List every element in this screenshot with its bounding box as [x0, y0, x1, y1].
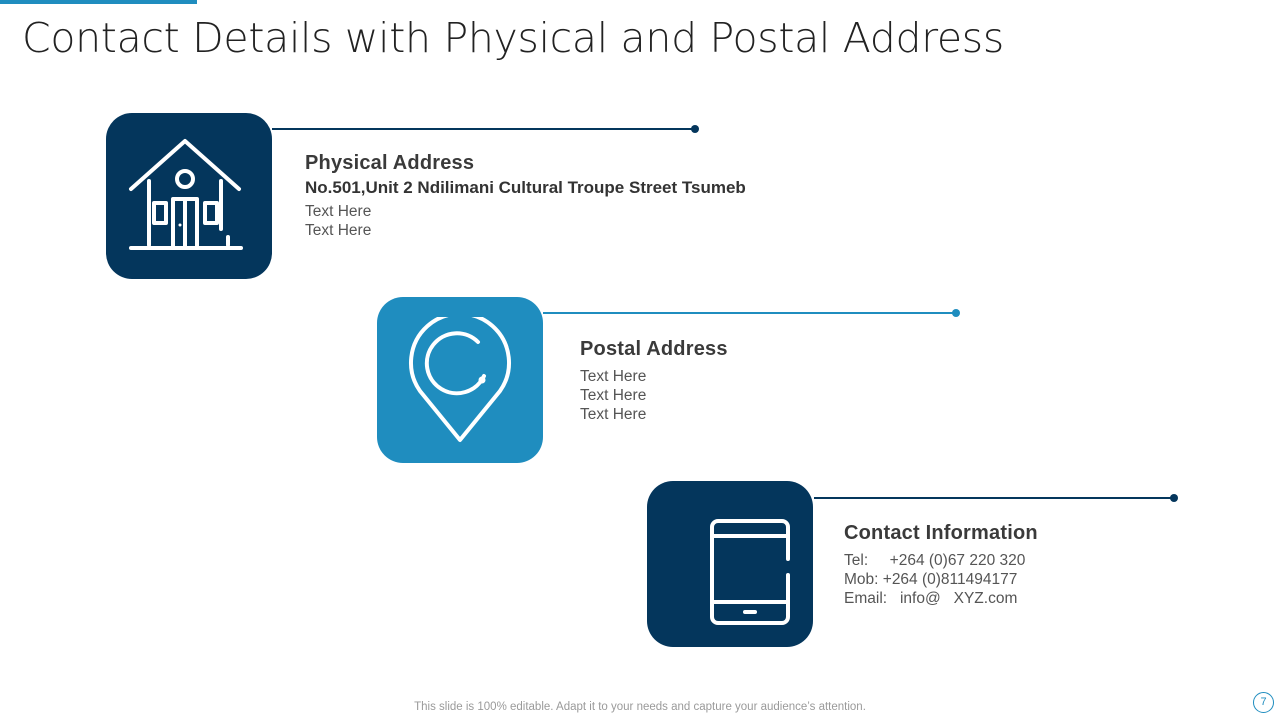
- contact-info-title: Contact Information: [844, 522, 1038, 544]
- page-title: Contact Details with Physical and Postal…: [22, 14, 1004, 62]
- physical-address-line: Text Here: [305, 222, 372, 239]
- page-number-badge: 7: [1253, 692, 1274, 713]
- contact-phone-line: Tel: +264 (0)67 220 320: [844, 552, 1026, 569]
- postal-address-title: Postal Address: [580, 338, 728, 360]
- postal-address-icon-tile: [377, 297, 543, 463]
- physical-address-connector-line: [272, 128, 696, 130]
- physical-address-icon-tile: [106, 113, 272, 279]
- contact-email-line: Email: info@ XYZ.com: [844, 590, 1018, 607]
- physical-address-connector-dot: [691, 125, 699, 133]
- postal-address-line: Text Here: [580, 406, 647, 423]
- physical-address-line: Text Here: [305, 203, 372, 220]
- top-accent-bar: [0, 0, 197, 4]
- contact-info-connector-dot: [1170, 494, 1178, 502]
- contact-mobile-line: Mob: +264 (0)811494177: [844, 571, 1018, 588]
- physical-address-title: Physical Address: [305, 152, 475, 174]
- postal-address-connector-dot: [952, 309, 960, 317]
- contact-info-block: Contact Information Tel: +264 (0)67 220 …: [844, 522, 1038, 608]
- contact-info-connector-line: [814, 497, 1175, 499]
- house-icon: [129, 139, 243, 250]
- physical-address-street: No.501,Unit 2 Ndilimani Cultural Troupe …: [305, 178, 746, 197]
- postal-address-connector-line: [543, 312, 957, 314]
- smartphone-icon: [710, 519, 790, 625]
- physical-address-block: Physical Address No.501,Unit 2 Ndilimani…: [305, 152, 746, 240]
- footer-note: This slide is 100% editable. Adapt it to…: [414, 701, 866, 713]
- contact-info-icon-tile: [647, 481, 813, 647]
- postal-address-line: Text Here: [580, 387, 647, 404]
- postal-address-line: Text Here: [580, 368, 647, 385]
- postal-address-block: Postal Address Text Here Text Here Text …: [580, 338, 728, 424]
- location-pin-icon: [409, 317, 511, 442]
